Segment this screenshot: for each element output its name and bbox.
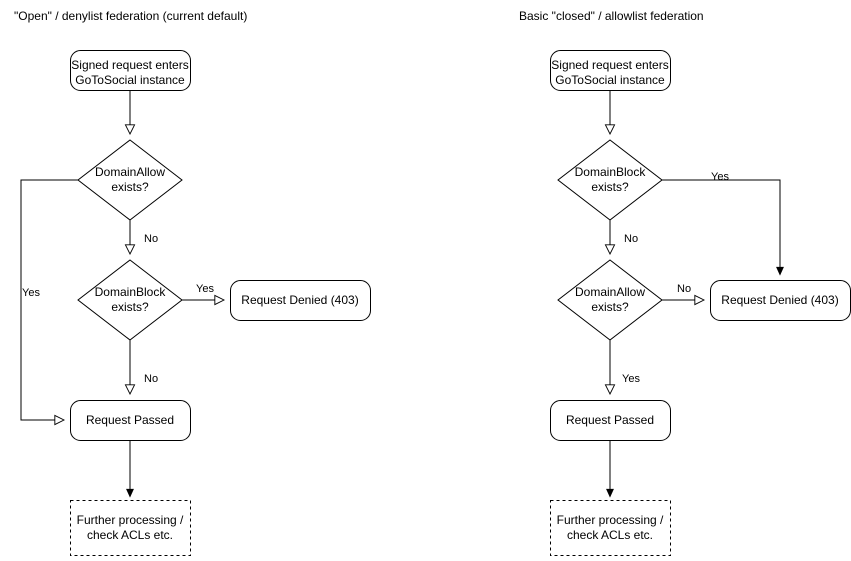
column-title-open-denylist: "Open" / denylist federation (current de… [14,9,248,23]
node-request-passed-right[interactable] [550,400,671,441]
node-decision-domainblock-right[interactable] [557,139,663,221]
node-entry-left[interactable] [70,50,191,91]
column-closed-allowlist [550,50,851,556]
column-title-closed-allowlist: Basic "closed" / allowlist federation [519,9,704,23]
node-further-processing-left[interactable] [70,500,191,556]
node-decision-domainallow-left[interactable] [77,139,183,221]
edge-decision1-yes-right [662,179,780,274]
node-decision-domainblock-left[interactable] [77,259,183,341]
column-open-denylist [20,50,371,556]
node-request-passed-left[interactable] [70,400,191,441]
node-request-denied-left[interactable] [230,280,371,321]
edge-decision1-yes-left [20,179,78,420]
node-further-processing-right[interactable] [550,500,671,556]
node-entry-right[interactable] [550,50,671,91]
node-decision-domainallow-right[interactable] [557,259,663,341]
node-request-denied-right[interactable] [710,280,851,321]
